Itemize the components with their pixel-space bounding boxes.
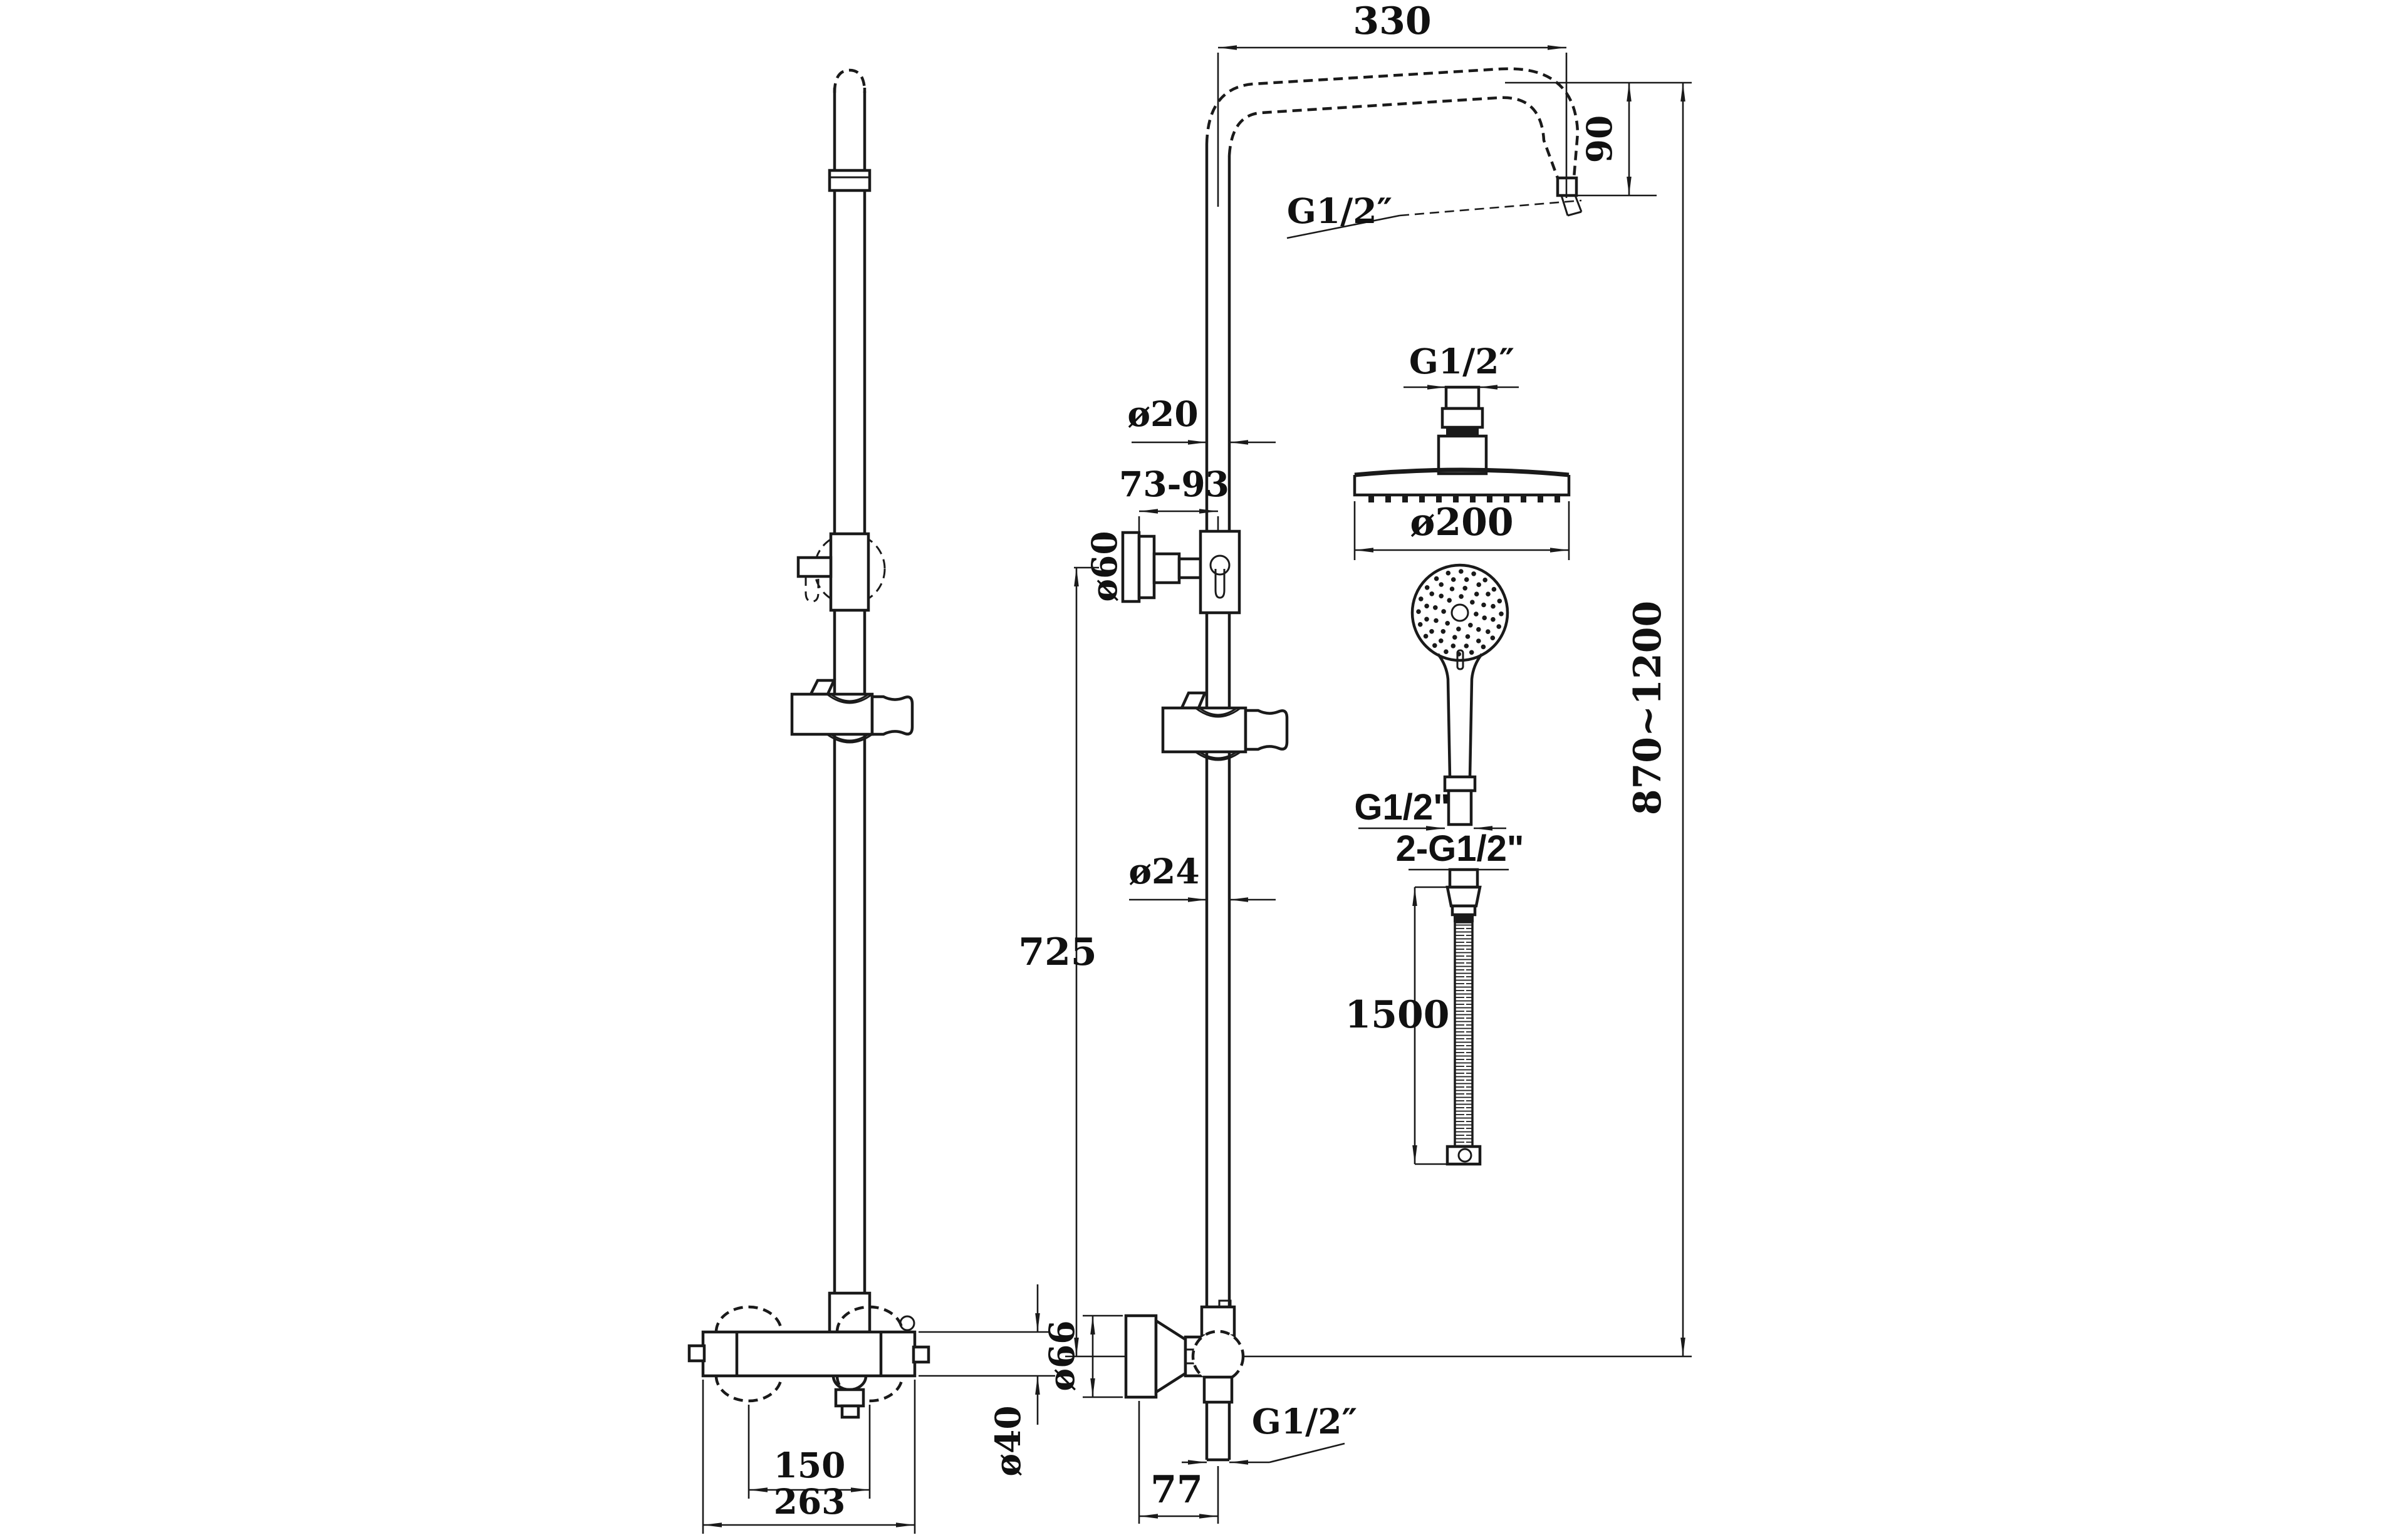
slider-holder-front — [1161, 691, 1289, 761]
handshower-slit — [1456, 649, 1464, 670]
handshower-handle — [1437, 653, 1483, 778]
label-arm-thread: G1/2″ — [1286, 190, 1582, 239]
riser-joint-band — [828, 169, 872, 192]
dim-riser-height-label: 725 — [1018, 930, 1096, 974]
dim-outlet-offset-label: 77 — [1150, 1468, 1203, 1512]
wall-bracket-front — [1121, 529, 1241, 615]
dim-arm-length-label: 330 — [1353, 0, 1431, 43]
label-head-thread-text: G1/2″ — [1409, 341, 1514, 382]
dim-hose-length: 1500 — [1345, 886, 1450, 1165]
dim-riser-height: 725 — [1018, 566, 1099, 1356]
valve-ball — [1191, 1329, 1245, 1383]
dim-riser-lower-label: ø24 — [1128, 851, 1199, 892]
hand-shower-detail: G1/2" — [1354, 563, 1509, 831]
hose-detail: 2-G1/2" 1500 — [1345, 828, 1524, 1166]
rain-head-detail: G1/2″ ø200 — [1353, 341, 1571, 560]
bracket-clamp-front — [1199, 529, 1241, 615]
dim-valve-diameter-label: ø40 — [987, 1405, 1028, 1476]
slider-block-front — [1161, 706, 1247, 754]
dim-valve-diameter: ø40 — [919, 1284, 1055, 1477]
bracket-lever-hook — [805, 576, 820, 603]
dim-hose-length-label: 1500 — [1345, 993, 1450, 1037]
valve-end-tab-left — [687, 1344, 706, 1363]
dim-arm-length: 330 — [1217, 0, 1568, 207]
shower-arm-outer — [1205, 67, 1580, 179]
dim-bracket-range-label: 73-93 — [1119, 464, 1229, 504]
side-view: 150 263 ø40 — [687, 68, 1055, 1534]
dim-flange-diameter: ø66 — [1041, 1314, 1123, 1398]
dim-overall-height-label: 870~1200 — [1626, 601, 1670, 816]
hose-top-nut — [1448, 868, 1479, 889]
label-valve-outlet: G1/2″ — [1182, 1401, 1357, 1465]
head-nozzle-teeth — [1368, 496, 1560, 502]
label-valve-outlet-text: G1/2″ — [1252, 1401, 1357, 1442]
diverter-valve — [1124, 1299, 1245, 1462]
shower-arm-inner — [1227, 96, 1560, 179]
handshower-face — [1410, 563, 1509, 662]
dim-bracket-range: 73-93 — [1119, 464, 1229, 534]
bracket-clamp-side — [829, 532, 870, 612]
dim-riser-lower: ø24 — [1128, 851, 1276, 902]
dim-overall-height: 870~1200 — [1626, 83, 1685, 1356]
valve-cone — [1154, 1318, 1187, 1395]
dim-flange-diameter-label: ø66 — [1041, 1320, 1082, 1391]
hose-flexible-body — [1454, 921, 1474, 1148]
arm-thread-tip — [1560, 195, 1583, 217]
label-handshower-thread-text: G1/2" — [1354, 787, 1450, 828]
dim-outlet-offset: 77 — [1138, 1401, 1219, 1524]
valve-end-tab-right — [912, 1345, 930, 1364]
label-handshower-thread: G1/2" — [1354, 787, 1506, 831]
dim-arm-drop: 90 — [1505, 81, 1692, 197]
valve-pin — [899, 1315, 915, 1331]
valve-lower-nut — [1202, 1375, 1234, 1404]
slider-tab-front — [1179, 691, 1207, 710]
valve-bar-body — [701, 1330, 917, 1378]
valve-outlet-nut-side — [834, 1388, 865, 1408]
label-head-thread: G1/2″ — [1404, 341, 1519, 390]
bracket-keyhole — [1209, 554, 1231, 576]
head-thread-stub — [1444, 385, 1481, 410]
riser-top-cap — [833, 68, 867, 93]
head-top-surface — [1354, 467, 1570, 477]
dim-arm-drop-label: 90 — [1579, 115, 1620, 164]
slider-tab-side — [808, 679, 836, 696]
dim-valve-width-label: 263 — [774, 1481, 846, 1522]
valve-wall-flange — [1124, 1314, 1158, 1399]
label-hose-threads-text: 2-G1/2" — [1396, 828, 1524, 869]
handshower-nut — [1447, 789, 1473, 826]
dim-port-spacing-label: 150 — [774, 1445, 846, 1485]
dim-port-spacing: 150 — [747, 1405, 871, 1499]
dim-bracket-plate-label: ø60 — [1084, 531, 1125, 601]
handset-cradle-front — [1244, 709, 1289, 751]
head-rim — [1353, 475, 1571, 497]
front-view: 330 90 G1/2″ 870~1200 ø20 — [1018, 0, 1692, 1524]
spray-nozzle-dots — [1416, 569, 1504, 657]
dim-head-diameter-label: ø200 — [1410, 501, 1513, 544]
dim-head-diameter: ø200 — [1353, 501, 1570, 560]
dim-riser-upper: ø20 — [1127, 393, 1276, 445]
label-arm-thread-text: G1/2″ — [1287, 190, 1392, 231]
dim-valve-width: 263 — [702, 1380, 916, 1534]
handset-cradle-side — [870, 695, 914, 736]
bracket-lever — [796, 556, 833, 578]
label-hose-threads: 2-G1/2" — [1396, 828, 1524, 871]
dim-riser-upper-label: ø20 — [1127, 393, 1198, 434]
valve-knobs-dashed — [714, 1305, 904, 1403]
